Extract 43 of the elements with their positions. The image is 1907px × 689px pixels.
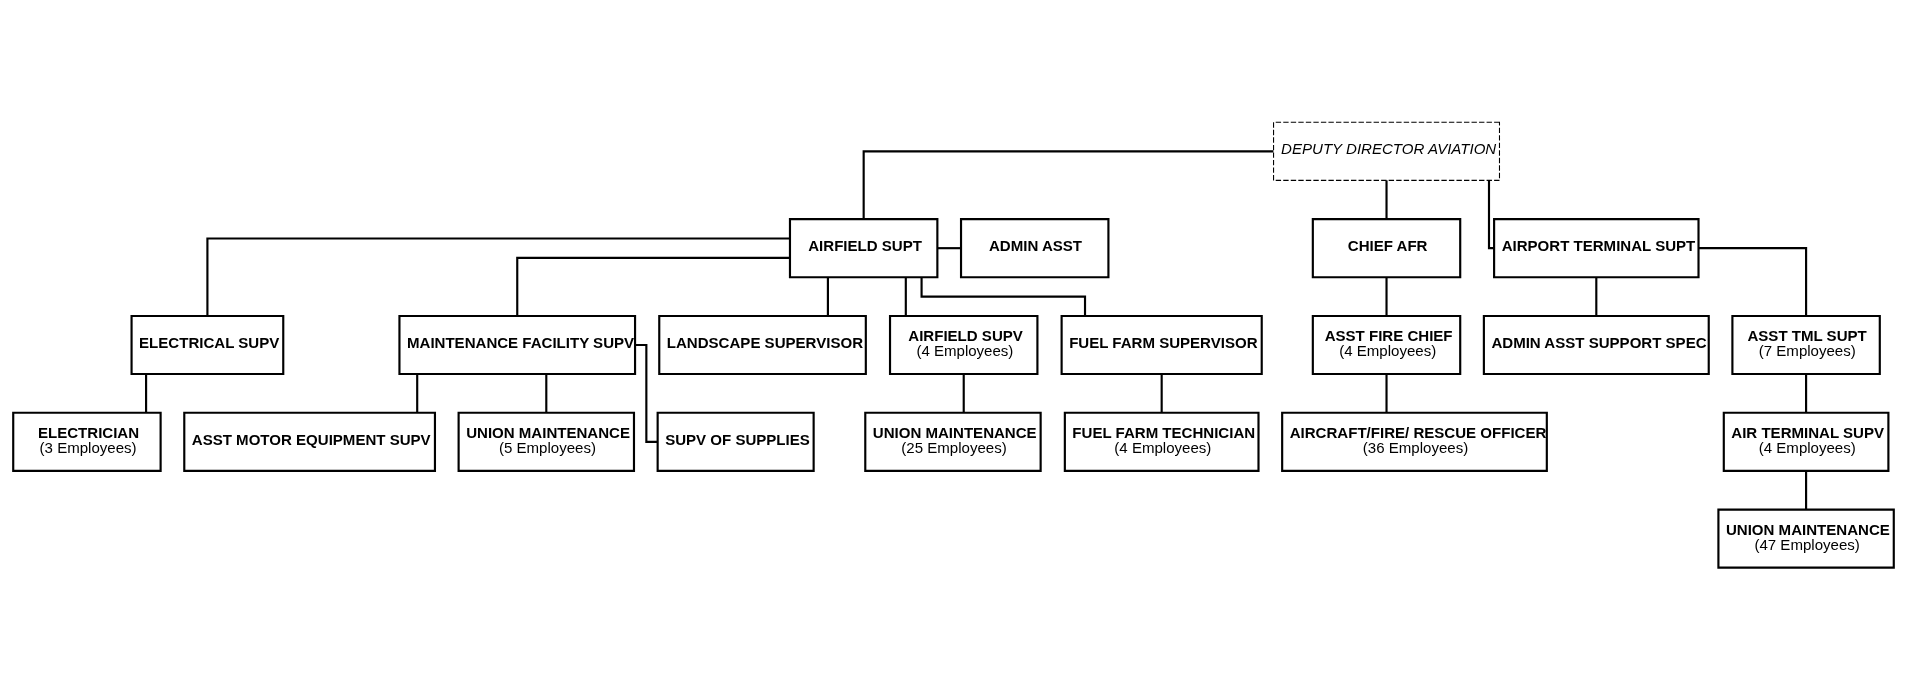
connector [1385, 179, 1388, 219]
connector [1487, 179, 1494, 249]
node-box: MAINTENANCE FACILITY SUPV [398, 314, 637, 375]
connector [1805, 373, 1808, 412]
connector [1385, 373, 1388, 412]
node-box: AIRPORT TERMINAL SUPT [1493, 217, 1700, 278]
connector [862, 149, 1274, 219]
connector [635, 343, 658, 443]
connector [516, 256, 790, 315]
connector [826, 276, 829, 316]
node-box: SUPV OF SUPPLIES [656, 411, 815, 472]
connector [937, 246, 961, 249]
node-box: ELECTRICAL SUPV [130, 314, 285, 375]
node-box: UNION MAINTENANCE (47 Employees) [1717, 508, 1895, 569]
node-box: UNION MAINTENANCE (25 Employees) [864, 411, 1042, 472]
connector [1698, 246, 1808, 316]
node-box: ELECTRICIAN (3 Employees) [12, 411, 162, 472]
node-box: ASST FIRE CHIEF (4 Employees) [1311, 314, 1462, 375]
node-box: UNION MAINTENANCE (5 Employees) [457, 411, 636, 472]
connector [416, 373, 419, 412]
connector [962, 373, 965, 412]
node-box: FUEL FARM TECHNICIAN (4 Employees) [1063, 411, 1260, 472]
node-box: AIRCRAFT/FIRE/ RESCUE OFFICER (36 Employees) [1281, 411, 1548, 472]
node-box: ADMIN ASST SUPPORT SPEC [1482, 314, 1710, 375]
node-box: FUEL FARM SUPERVISOR [1060, 314, 1263, 375]
node-box: AIRFIELD SUPV (4 Employees) [888, 314, 1039, 375]
node-box: LANDSCAPE SUPERVISOR [658, 314, 867, 375]
connector [1385, 276, 1388, 316]
node-box: DEPUTY DIRECTOR AVIATION [1273, 121, 1500, 181]
connector [920, 276, 1087, 316]
node-box: ASST MOTOR EQUIPMENT SUPV [183, 411, 437, 472]
connector [1805, 470, 1808, 509]
node-box: CHIEF AFR [1311, 217, 1462, 278]
node-box: AIR TERMINAL SUPV (4 Employees) [1722, 411, 1890, 472]
connector [1595, 276, 1598, 316]
node-box: ADMIN ASST [959, 217, 1110, 278]
node-box: AIRFIELD SUPT [788, 217, 939, 278]
node-box: ASST TML SUPT (7 Employees) [1731, 314, 1881, 375]
connector [904, 276, 907, 316]
connector [145, 373, 148, 412]
connector [206, 236, 790, 316]
connector [545, 373, 548, 412]
connector [1160, 373, 1163, 412]
